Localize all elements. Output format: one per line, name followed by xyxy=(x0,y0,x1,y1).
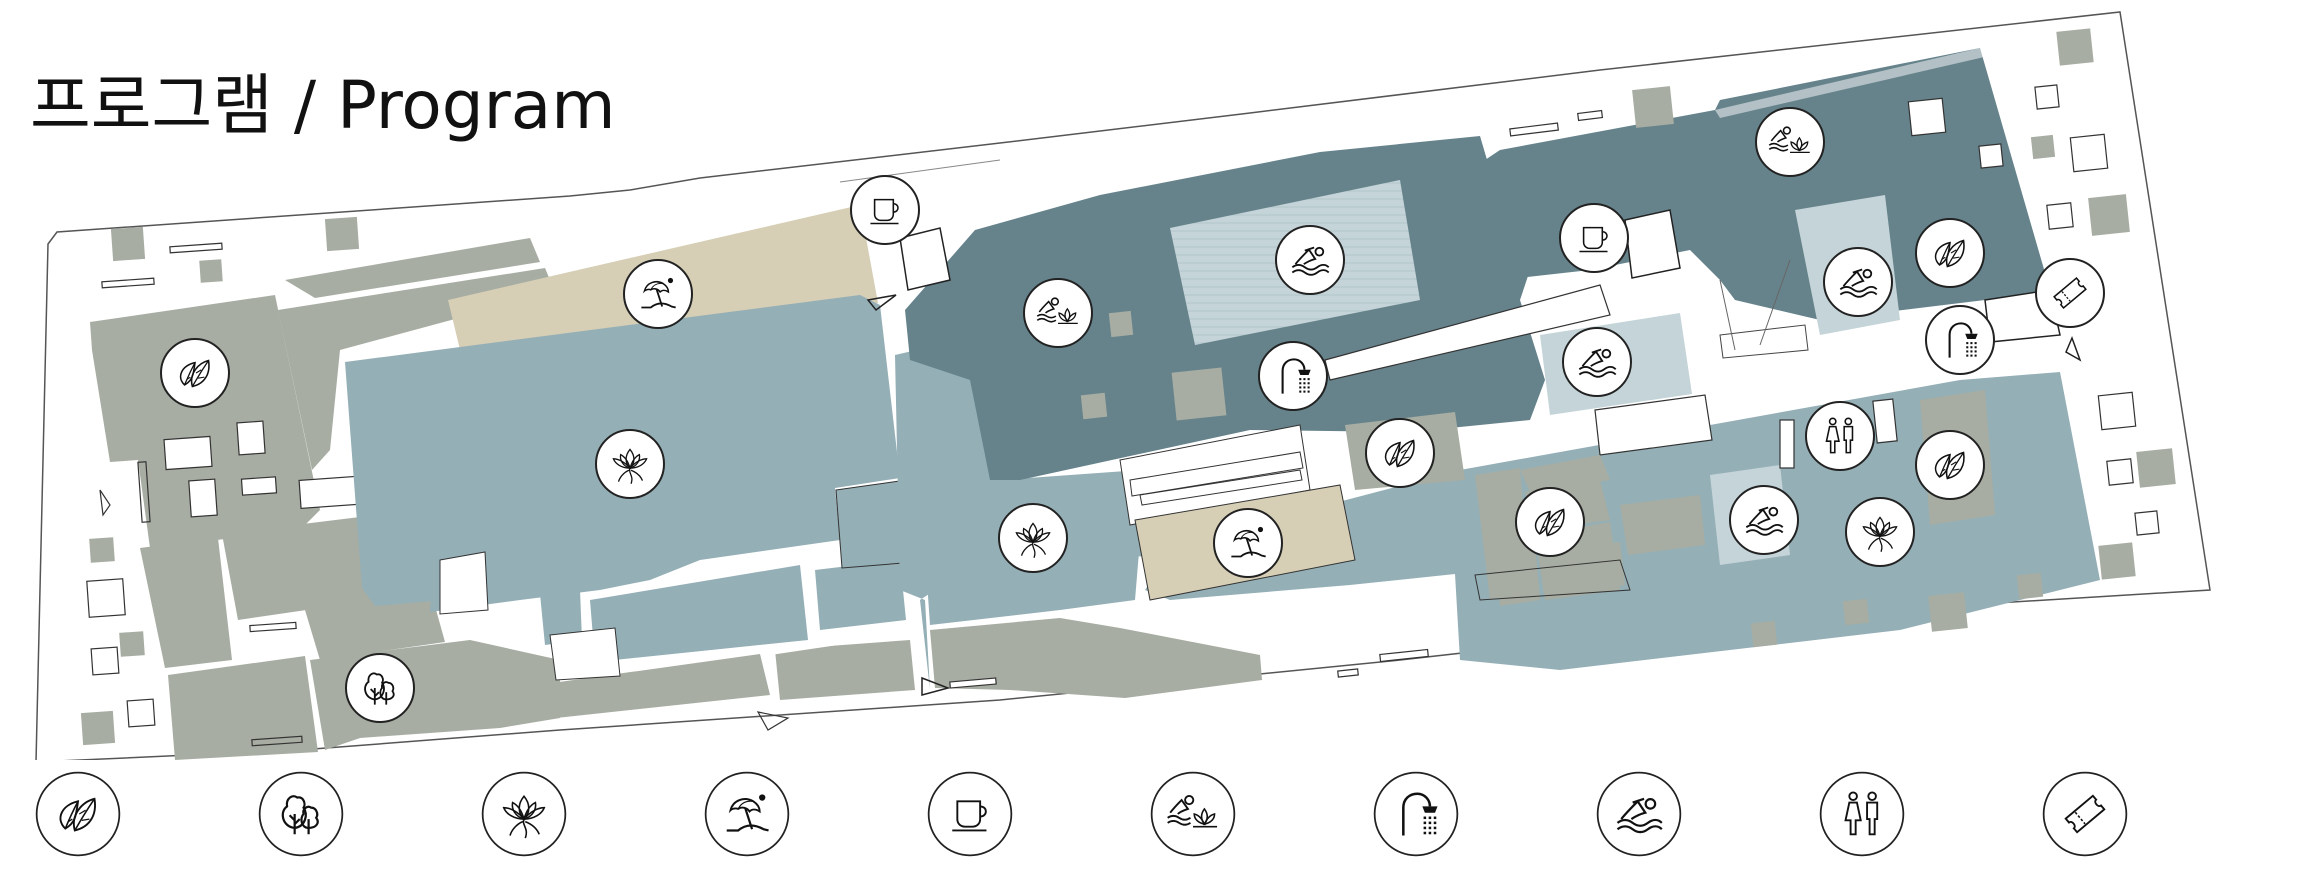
leaf-icon xyxy=(34,770,122,858)
lotus-icon xyxy=(480,770,568,858)
ticket-icon xyxy=(2041,770,2129,858)
restroom-icon xyxy=(1818,770,1906,858)
map-icons xyxy=(160,107,2105,723)
tree-icon xyxy=(257,770,345,858)
legend xyxy=(0,760,2303,880)
coffee-cup-icon xyxy=(926,770,1014,858)
swimmer-lotus-icon xyxy=(1149,770,1237,858)
page-title: 프로그램 / Program xyxy=(30,67,616,144)
swimmer-icon xyxy=(1595,770,1683,858)
beach-umbrella-icon xyxy=(703,770,791,858)
shower-icon xyxy=(1372,770,1460,858)
site-plan xyxy=(35,11,2211,760)
